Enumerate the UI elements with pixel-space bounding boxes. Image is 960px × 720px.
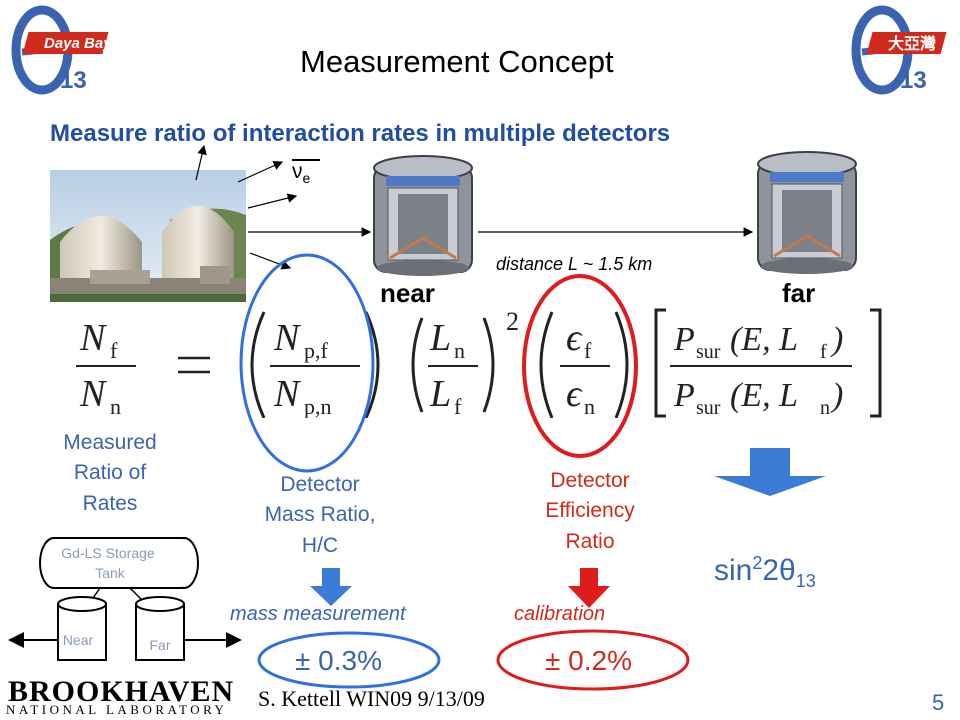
- svg-text:p,n: p,n: [304, 394, 332, 418]
- brookhaven-logo-line1: BROOKHAVEN: [8, 675, 235, 708]
- svg-text:P: P: [673, 377, 695, 414]
- daya-bay-logo-left: Daya Bay 13: [11, 5, 112, 95]
- neutrino-arrows: [195, 144, 754, 270]
- svg-text:p,f: p,f: [304, 338, 329, 363]
- near-detector-icon: [373, 155, 473, 276]
- tank-title-line1: Gd-LS Storage: [61, 545, 155, 561]
- logo-left-text: Daya Bay: [44, 35, 112, 52]
- svg-text:f: f: [584, 338, 592, 363]
- blue-down-arrow: [310, 568, 352, 606]
- slide-title: Measurement Concept: [300, 44, 614, 79]
- svg-text:n: n: [110, 394, 121, 418]
- svg-text:(E, L: (E, L: [730, 377, 798, 414]
- red-percent-oval: [496, 629, 690, 691]
- far-detector-icon: [757, 151, 857, 274]
- svg-text:f: f: [454, 394, 462, 418]
- mass-uncertainty: ± 0.3%: [295, 645, 382, 676]
- svg-text:n: n: [584, 394, 595, 418]
- near-label: near: [380, 278, 435, 308]
- brookhaven-logo-line2: NATIONAL LABORATORY: [6, 702, 228, 717]
- svg-text:N: N: [79, 373, 108, 415]
- sin2-2theta13-label: sin22θ13: [714, 553, 816, 591]
- red-highlight-ellipse: [522, 274, 638, 458]
- tank-near-label: Near: [63, 632, 94, 648]
- slide-footer: S. Kettell WIN09 9/13/09: [258, 686, 485, 711]
- far-label: far: [782, 278, 816, 308]
- svg-text:ϵ: ϵ: [566, 373, 583, 415]
- svg-text:L: L: [429, 373, 451, 415]
- svg-text:n: n: [820, 397, 830, 418]
- page-number: 5: [932, 690, 945, 715]
- svg-text:sur: sur: [696, 397, 721, 418]
- svg-text:(E, L: (E, L: [730, 321, 798, 358]
- svg-text:L: L: [429, 317, 451, 359]
- distance-label: distance L ~ 1.5 km: [496, 254, 653, 274]
- slide-subtitle: Measure ratio of interaction rates in mu…: [50, 120, 671, 147]
- svg-text:N: N: [273, 373, 302, 415]
- efficiency-uncertainty: ± 0.2%: [545, 645, 632, 676]
- svg-text:P: P: [673, 321, 695, 358]
- svg-text:f: f: [820, 341, 827, 363]
- blue-percent-oval: [257, 631, 441, 689]
- svg-text:): ): [830, 321, 843, 358]
- tank-far-label: Far: [150, 637, 171, 653]
- storage-tank-diagram: Gd-LS Storage Tank Near Far: [8, 537, 242, 661]
- logo-right-number: 13: [900, 67, 927, 94]
- electron-antineutrino-label: νe: [292, 159, 320, 186]
- svg-text:ϵ: ϵ: [566, 317, 583, 359]
- svg-text:): ): [830, 377, 843, 414]
- svg-text:2: 2: [506, 308, 519, 336]
- logo-right-text: 大亞灣: [888, 34, 936, 53]
- red-down-arrow: [568, 568, 610, 608]
- reactor-photo: [50, 170, 246, 302]
- daya-bay-logo-right: 大亞灣 13: [851, 5, 947, 95]
- svg-text:sur: sur: [696, 341, 721, 363]
- ratio-formula: N f N n N p,f N p,n L n L f 2 ϵ f ϵ n P: [76, 308, 882, 418]
- svg-text:N: N: [273, 317, 302, 359]
- tank-title-line2: Tank: [95, 565, 126, 581]
- blue-highlight-ellipse: [239, 253, 375, 473]
- result-down-arrow: [714, 448, 826, 496]
- calibration-label: calibration: [514, 603, 606, 625]
- mass-measurement-label: mass measurement: [230, 603, 406, 625]
- svg-text:n: n: [454, 338, 465, 363]
- logo-left-number: 13: [60, 67, 87, 94]
- svg-text:N: N: [79, 317, 108, 359]
- svg-text:f: f: [110, 338, 118, 363]
